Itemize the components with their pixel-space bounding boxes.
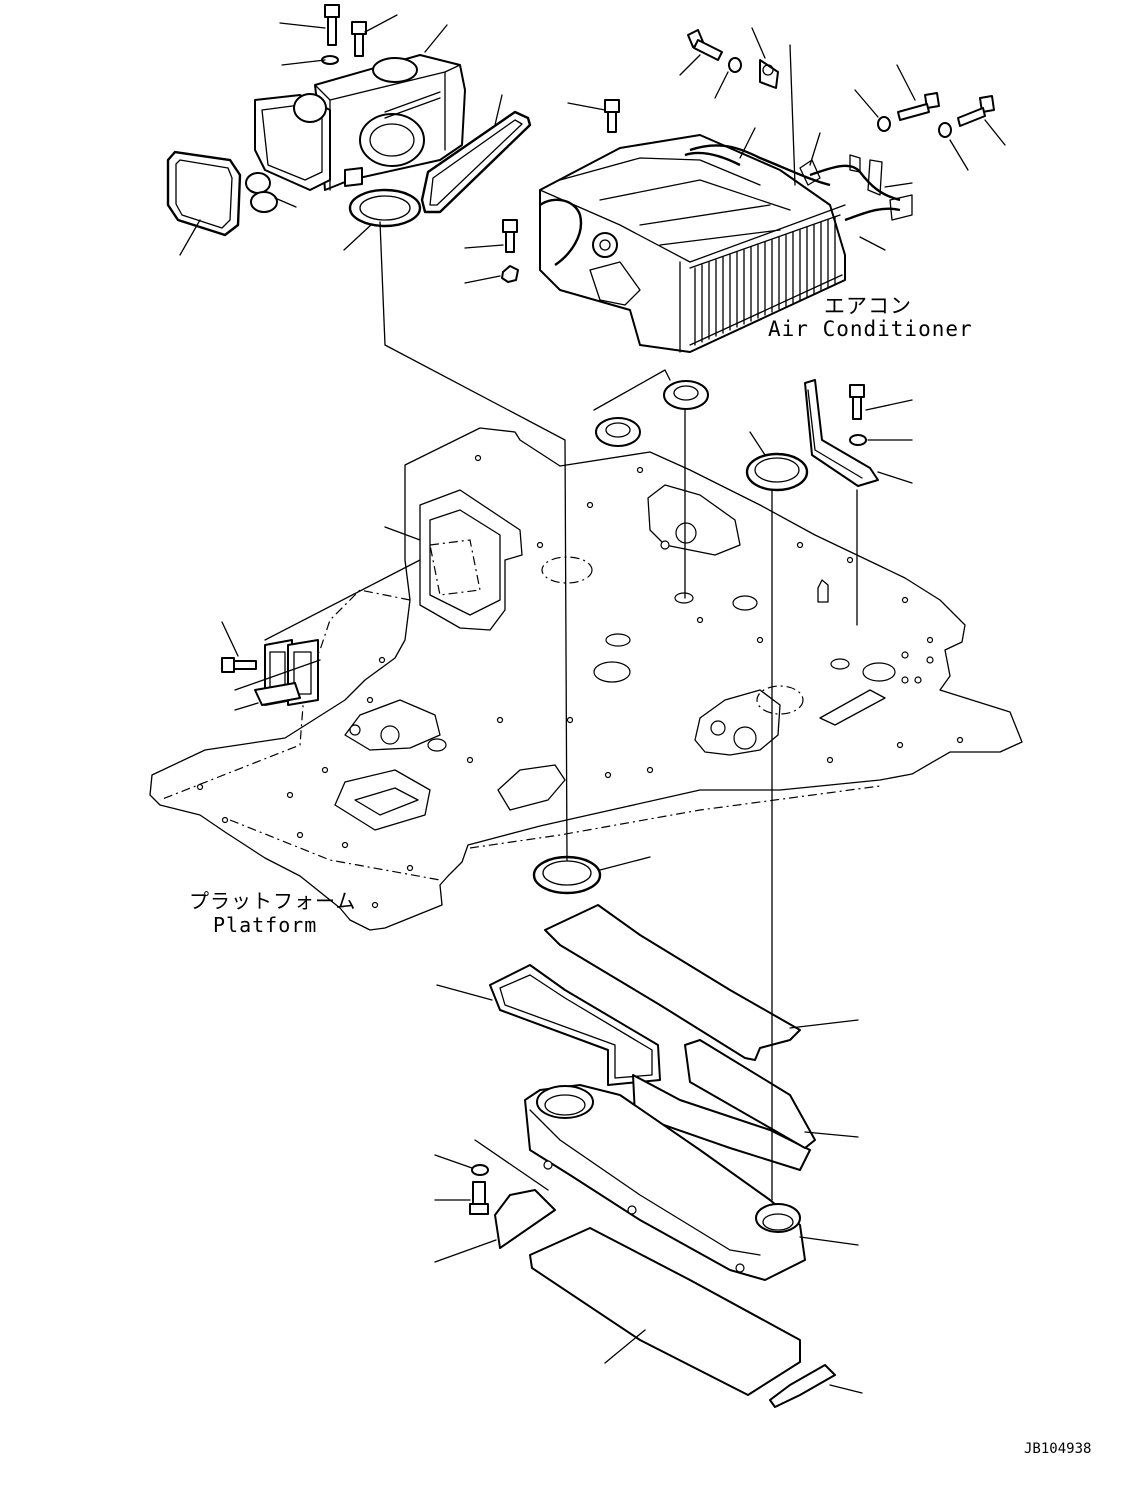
insulation-pad	[529, 1227, 801, 1396]
seal-ring-icon	[745, 452, 809, 492]
edge-trim	[769, 1364, 836, 1408]
seal-ring-upper-left	[348, 188, 422, 228]
bolt-icon	[897, 92, 940, 121]
duct-frame-gasket	[420, 110, 532, 214]
seal-ring-lower	[532, 855, 602, 895]
upper-duct-box	[254, 54, 466, 191]
duct-gasket-left	[166, 150, 242, 237]
bolt-icon	[849, 384, 865, 420]
platform-plate	[149, 427, 1023, 931]
drawing-code: JB104938	[1024, 1441, 1092, 1457]
air-conditioner-label: Air Conditioner	[768, 317, 973, 341]
bolt-icon	[687, 29, 723, 61]
duct-cover-sheet	[544, 904, 801, 1061]
washer-icon	[938, 122, 952, 138]
washer-icon	[501, 265, 519, 283]
bolt-icon	[502, 219, 518, 253]
washer-icon	[877, 116, 891, 132]
bolt-icon	[351, 21, 367, 57]
seal-ring-icon	[595, 417, 641, 447]
alignment-lines	[234, 44, 858, 1201]
clip-icon	[759, 59, 779, 89]
platform-label: Platform	[213, 913, 318, 937]
washer-icon	[849, 434, 867, 446]
bolt-icon	[469, 1181, 489, 1215]
access-cover	[254, 639, 319, 706]
bolt-icon	[957, 95, 995, 127]
washer-icon	[728, 57, 742, 73]
platform-label-jp: プラットフォーム	[189, 889, 357, 913]
seal-ring-icon	[663, 380, 709, 410]
washer-icon	[471, 1164, 489, 1176]
air-conditioner-unit	[539, 134, 913, 353]
air-conditioner-label-jp: エアコン	[824, 294, 912, 318]
leader-lines	[179, 14, 1006, 1394]
bolt-icon	[604, 99, 620, 133]
lower-duct-body	[524, 1084, 806, 1281]
bracket	[804, 379, 879, 487]
bolt-icon	[221, 657, 257, 673]
duct-filter-pads	[245, 172, 278, 213]
foam-seal-left	[489, 964, 661, 1086]
bolt-icon	[324, 4, 340, 46]
corner-seal	[494, 1189, 556, 1249]
